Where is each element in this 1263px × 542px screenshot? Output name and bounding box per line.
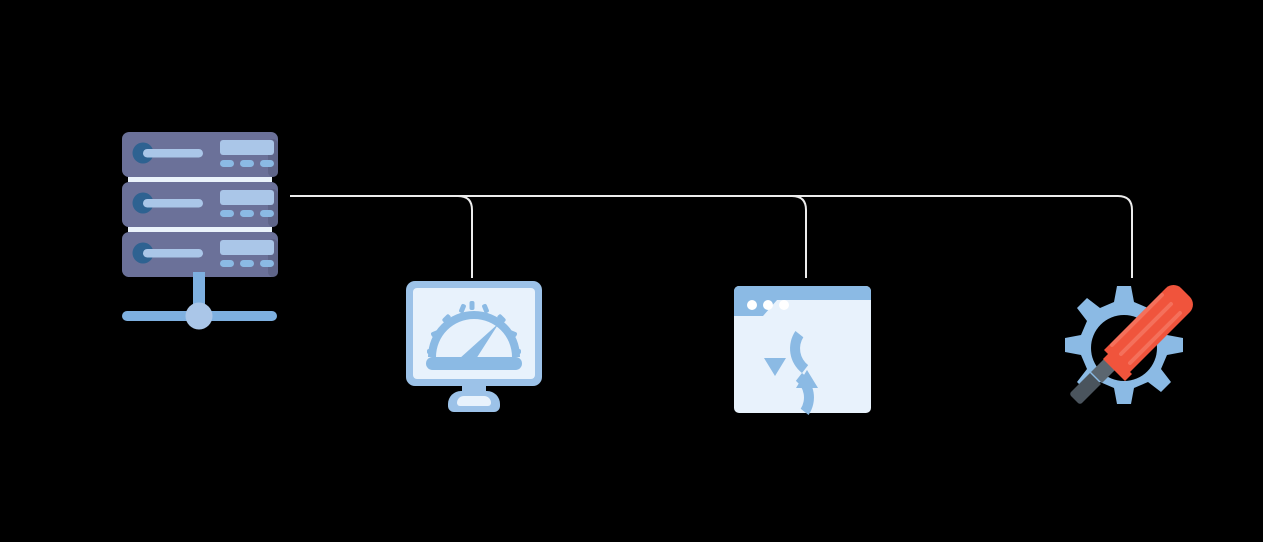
indicator-dot [240,160,254,167]
browser-window-refresh-icon[interactable] [734,286,871,415]
wire-branch-gear [1117,195,1133,278]
wire-branch-browser [791,195,807,278]
activity-bar [143,199,203,208]
refresh-arrows-icon [764,331,818,415]
server-unit-3[interactable] [122,232,278,277]
server-rack[interactable] [122,132,278,330]
server-network-connector [122,272,277,330]
connector-node [185,302,213,330]
refresh-arrowhead-right [796,370,818,388]
status-led [132,242,154,264]
gauge-needle [459,323,499,359]
display-panel [220,140,274,155]
browser-dot [747,300,757,310]
indicator-dot [240,260,254,267]
wire-branch-monitor [457,195,473,278]
refresh-arrowhead-left [764,358,786,376]
indicator-dot [240,210,254,217]
server-unit-gap [128,227,272,232]
status-led [132,192,154,214]
display-panel [220,190,274,205]
handle-body [1104,285,1193,374]
speedometer-gauge [426,301,522,370]
gauge-base-bar [426,357,522,370]
handle-collar [1103,352,1132,381]
connector-wires [290,195,1133,278]
gauge-ticks [427,301,521,354]
screwdriver-handle [1103,285,1193,381]
indicator-dot [260,260,274,267]
activity-bar [143,149,203,158]
display-panel [220,240,274,255]
gauge-arc [428,311,520,357]
server-unit-2[interactable] [122,182,278,227]
monitor-base-inner [457,396,491,406]
gear-screwdriver-icon[interactable] [1065,285,1193,404]
indicator-dot [260,160,274,167]
server-unit-1[interactable] [122,132,278,177]
refresh-arc-bottom [790,331,809,373]
indicator-dot [260,210,274,217]
screwdriver-tip [1070,373,1101,404]
monitor-speedometer-icon[interactable] [406,281,542,412]
server-unit-gap [128,177,272,182]
indicator-dot [220,210,234,217]
handle-grip-lines [1110,293,1182,365]
browser-dot [763,300,773,310]
browser-dot [779,300,789,310]
indicator-dot [220,260,234,267]
status-led [132,142,154,164]
indicator-dot [220,160,234,167]
monitor-screen [413,288,535,379]
activity-bar [143,249,203,258]
browser-body [734,286,871,413]
